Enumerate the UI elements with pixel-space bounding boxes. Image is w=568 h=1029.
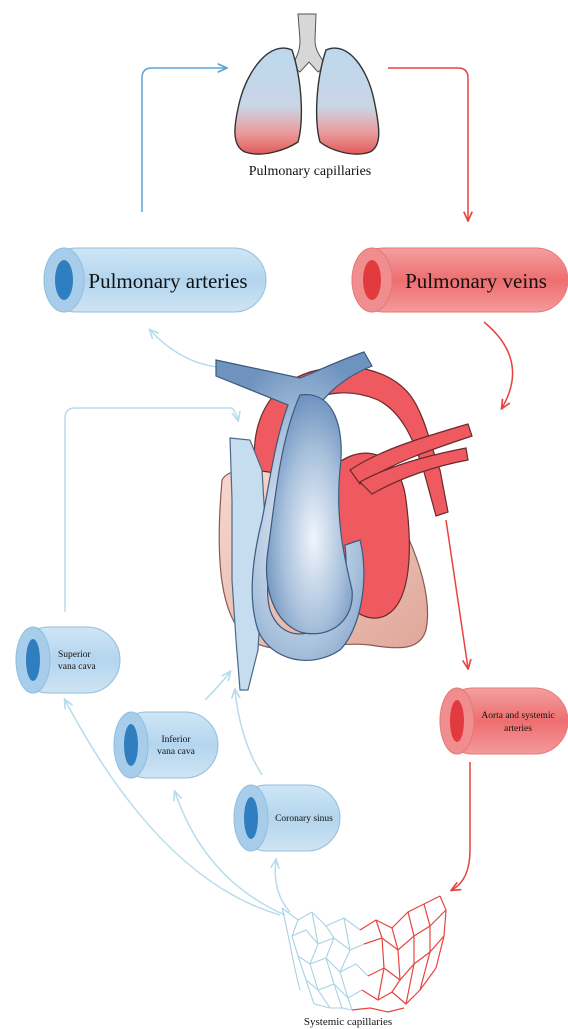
- arrow-heart-to-aorta: [446, 520, 468, 668]
- arrow-inferior-vena-cava-to-heart: [205, 672, 230, 700]
- superior-vena-cava-label-line1: Superior: [58, 650, 92, 660]
- coronary-sinus-vessel: Coronary sinus: [234, 785, 340, 851]
- arrow-from-lungs: [388, 68, 468, 220]
- inferior-vena-cava-label-line2: vana cava: [157, 747, 195, 757]
- arrow-aorta-to-systemic-capillaries: [452, 762, 470, 890]
- arrow-coronary-sinus-to-heart: [235, 690, 262, 775]
- lungs-illustration: Pulmonary capillaries: [235, 14, 379, 179]
- coronary-sinus-label: Coronary sinus: [275, 814, 333, 824]
- inferior-vena-cava-label-line1: Inferior: [161, 734, 191, 745]
- left-lung: [235, 48, 301, 154]
- heart-illustration: [216, 352, 472, 690]
- superior-vena-cava-label-line2: vana cava: [58, 662, 96, 672]
- arrow-superior-vena-cava-to-heart: [65, 408, 238, 612]
- arrow-pulmonary-veins-to-heart: [484, 322, 513, 408]
- pulmonary-veins-label: Pulmonary veins: [405, 269, 547, 293]
- aorta-label-line2: arteries: [504, 724, 532, 734]
- aorta-label-line1: Aorta and systemic: [481, 711, 554, 721]
- systemic-capillaries-label: Systemic capillaries: [304, 1016, 392, 1028]
- inferior-vena-cava-vessel: Inferior vana cava: [114, 712, 218, 778]
- pulmonary-veins-vessel: Pulmonary veins: [352, 248, 568, 312]
- pulmonary-capillaries-label: Pulmonary capillaries: [249, 164, 371, 179]
- pulmonary-arteries-label: Pulmonary arteries: [88, 269, 247, 293]
- pulmonary-arteries-vessel: Pulmonary arteries: [44, 248, 266, 312]
- right-lung: [317, 48, 379, 154]
- trachea: [292, 14, 326, 72]
- systemic-capillaries-network: Systemic capillaries: [282, 896, 446, 1028]
- arrow-to-lungs: [142, 68, 226, 212]
- aorta-vessel: Aorta and systemic arteries: [440, 688, 568, 754]
- superior-vena-cava-vessel: Superior vana cava: [16, 627, 120, 693]
- arrow-capillaries-to-coronary-sinus: [275, 860, 290, 912]
